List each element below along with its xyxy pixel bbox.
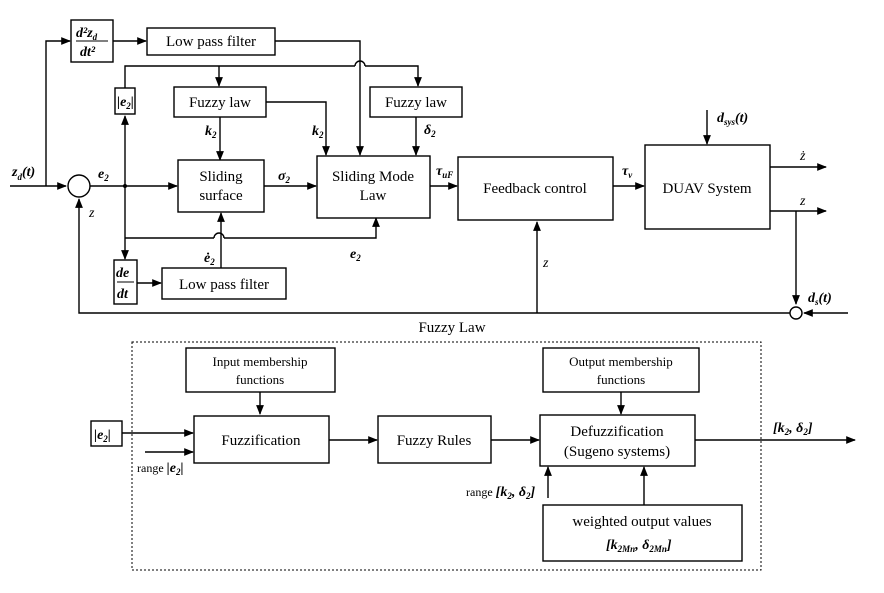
- sliding-surface-l1: Sliding: [199, 169, 243, 185]
- k2-label-1: k2: [205, 124, 217, 140]
- input-membership-block: [185, 347, 336, 393]
- dsys-label: dsys(t): [717, 111, 748, 127]
- fuzzy-rules-block: [377, 415, 492, 464]
- sensor-junction: [789, 306, 803, 320]
- fuzzy-abs-e2-block: [90, 420, 123, 447]
- low-pass-filter-top-label: Low pass filter: [166, 34, 256, 50]
- output-membership-l1: Output membership: [569, 354, 673, 369]
- smc-l2: Law: [360, 188, 387, 204]
- zdot-output-label: ż: [799, 149, 806, 164]
- second-derivative-num: d²zd: [76, 26, 98, 42]
- output-membership-l2: functions: [597, 372, 645, 387]
- defuzz-l2: (Sugeno systems): [564, 444, 670, 460]
- weighted-output-l2: [k2Mn, δ2Mn]: [606, 538, 672, 554]
- zd-to-derivative-line: [45, 37, 71, 186]
- dt-den: dt: [117, 287, 129, 302]
- tau-v-label: τv: [622, 164, 633, 180]
- z-feedback-label: z: [88, 206, 95, 221]
- ds-label: ds(t): [808, 291, 832, 307]
- fuzzy-rules-label: Fuzzy Rules: [397, 433, 472, 449]
- k2-label-2: k2: [312, 124, 324, 140]
- input-zd-label: zd(t): [11, 165, 35, 182]
- weighted-output-l1: weighted output values: [572, 514, 711, 530]
- fuzzy1-to-smc-line: [266, 101, 330, 156]
- fuzzy-law-1-label: Fuzzy law: [189, 95, 251, 111]
- e2-label: e2: [98, 167, 109, 183]
- fuzzy-law-frame: [131, 341, 762, 571]
- duav-system-block: [644, 144, 771, 230]
- feedback-control-label: Feedback control: [483, 181, 587, 197]
- lpf-to-smc-line: [275, 40, 364, 156]
- abs-e2-to-fuzzy2-arrow: [365, 65, 422, 87]
- sigma2-label: σ2: [278, 169, 291, 185]
- tau-uf-label: τuF: [436, 164, 453, 180]
- second-derivative-den: dt²: [80, 45, 96, 60]
- defuzzification-block: [539, 414, 696, 467]
- output-membership-block: [542, 347, 700, 393]
- sliding-mode-law-block: [316, 155, 431, 219]
- defuzz-l1: Defuzzification: [570, 424, 664, 440]
- range-e2-label: range|e2|: [137, 461, 184, 477]
- summing-junction: [67, 174, 91, 198]
- delta2-label: δ2: [424, 123, 436, 139]
- sliding-surface-l2: surface: [199, 188, 243, 204]
- fuzzy-abs-e2-label: |e2|: [94, 428, 111, 444]
- low-pass-filter-bottom-label: Low pass filter: [179, 277, 269, 293]
- line-hop-bottom: [213, 232, 225, 239]
- abs-e2-label: |e2|: [117, 95, 134, 111]
- de-num: de: [116, 266, 129, 281]
- duav-system-label: DUAV System: [662, 181, 751, 197]
- e2-label-bottom: e2: [350, 247, 361, 263]
- e2dot-label: ė2: [204, 251, 215, 267]
- output-k2-delta2-label: [k2, δ2]: [773, 421, 813, 437]
- weighted-output-block: [542, 504, 743, 562]
- range-k2-label: range[k2, δ2]: [466, 485, 536, 501]
- low-pass-filter-bottom: [161, 267, 287, 300]
- line-hop-top: [354, 60, 366, 67]
- z-output-label: z: [799, 194, 806, 209]
- input-membership-l1: Input membership: [213, 354, 308, 369]
- feedback-return-line: [75, 198, 790, 314]
- sliding-surface-block: [177, 159, 265, 213]
- fuzzification-label: Fuzzification: [221, 433, 301, 449]
- feedback-control-block: [457, 156, 614, 221]
- fuzzification-block: [193, 415, 330, 464]
- fuzzy-law-2-label: Fuzzy law: [385, 95, 447, 111]
- e2-to-smc-arrow: [224, 217, 380, 239]
- abs-e2-to-fuzzy-line: [124, 65, 355, 88]
- fuzzy-law-title: Fuzzy Law: [418, 320, 485, 336]
- z-center-label: z: [542, 256, 549, 271]
- input-membership-l2: functions: [236, 372, 284, 387]
- smc-l1: Sliding Mode: [332, 169, 414, 185]
